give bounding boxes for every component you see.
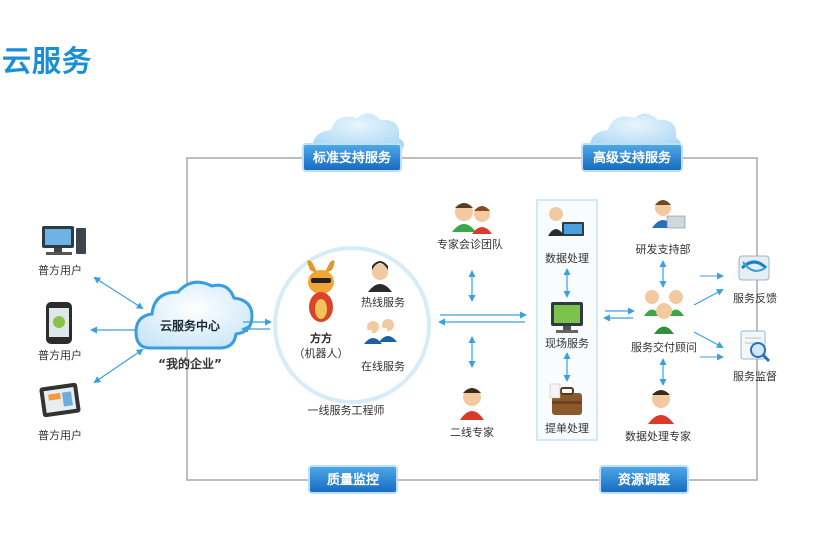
tablet-icon [39,382,81,418]
resource-adjust-badge: 资源调整 [599,465,689,494]
quality-monitor-label: 质量监控 [327,472,379,488]
data-expert-label: 数据处理专家 [625,429,691,443]
first-line-caption: 一线服务工程师 [308,403,385,417]
second-line-expert-icon [460,388,484,420]
expert-team-icon [452,203,492,234]
ticket-processing-icon [549,383,582,415]
standard-support-badge: 标准支持服务 [302,143,402,172]
standard-service-cloud [312,113,404,152]
arrow-tablet-cloud [93,348,144,384]
cloud-center-slogan: “我的企业” [158,356,222,371]
expert-team-label: 专家会诊团队 [437,237,503,251]
second-line-label: 二线专家 [450,425,494,439]
arrow-desktop-cloud [93,276,144,310]
arrow-to-monitor [693,331,724,348]
data-processing-icon [548,207,584,236]
robot-mascot-icon [307,260,335,322]
arrow-to-feedback [693,289,724,306]
mobile-icon [46,302,72,344]
online-agents-icon [364,319,397,344]
cloud-service-center [134,280,254,350]
mobile-user-label: 普方用户 [38,348,82,362]
delivery-consultants-icon [644,290,684,334]
online-label: 在线服务 [361,359,405,373]
onsite-service-label: 现场服务 [545,336,589,350]
data-expert-icon [648,390,674,424]
quality-monitor-badge: 质量监控 [308,465,398,494]
robot-name: 方方 [310,331,332,345]
feedback-label: 服务反馈 [733,292,777,305]
cloud-center-title: 云服务中心 [160,318,220,333]
hotline-agent-icon [368,261,392,292]
robot-subtitle: （机器人） [294,346,349,360]
advanced-support-badge: 高级支持服务 [581,143,683,172]
onsite-service-icon [551,302,583,333]
standard-support-label: 标准支持服务 [312,150,392,166]
feedback-icon [738,255,770,281]
monitor-label: 服务监督 [733,369,777,383]
ticket-processing-label: 提单处理 [545,422,589,435]
data-processing-label: 数据处理 [545,251,589,265]
advanced-service-cloud [589,113,681,152]
rnd-support-label: 研发支持部 [636,242,691,256]
tablet-user-label: 普方用户 [38,428,82,442]
delivery-consultant-label: 服务交付顾问 [631,340,697,354]
monitor-search-icon [740,330,771,363]
desktop-user-label: 普方用户 [38,263,82,277]
rnd-support-icon [652,200,686,229]
hotline-label: 热线服务 [361,295,405,309]
first-line-circle [273,246,431,404]
advanced-support-label: 高级支持服务 [593,150,672,166]
resource-adjust-label: 资源调整 [618,472,671,488]
page-title: 云服务 [2,44,93,78]
desktop-icon [42,226,86,255]
